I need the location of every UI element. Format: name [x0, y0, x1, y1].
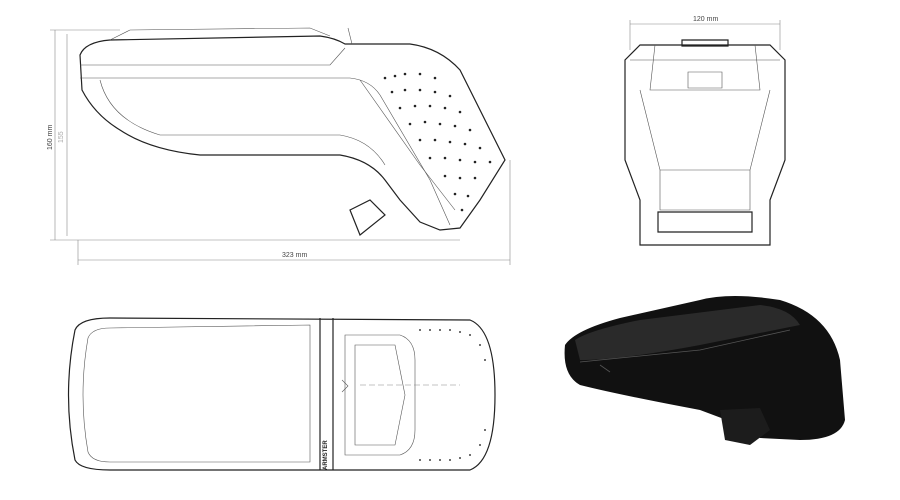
top-view: ARMSTER: [67, 317, 496, 471]
front-view: 120 mm: [624, 16, 786, 246]
armster-logo: ARMSTER: [323, 440, 329, 470]
side-vent-dots: [383, 72, 492, 212]
inner-height-dimension-label: 155: [58, 131, 65, 143]
top-vent-dots: [419, 329, 486, 461]
height-dimension-label: 160 mm: [47, 125, 54, 150]
width-dimension-label: 120 mm: [693, 16, 718, 23]
armrest-3d-render: [564, 296, 845, 445]
side-view: 160 mm 155 323 mm: [47, 27, 511, 265]
length-dimension-label: 323 mm: [282, 252, 307, 259]
